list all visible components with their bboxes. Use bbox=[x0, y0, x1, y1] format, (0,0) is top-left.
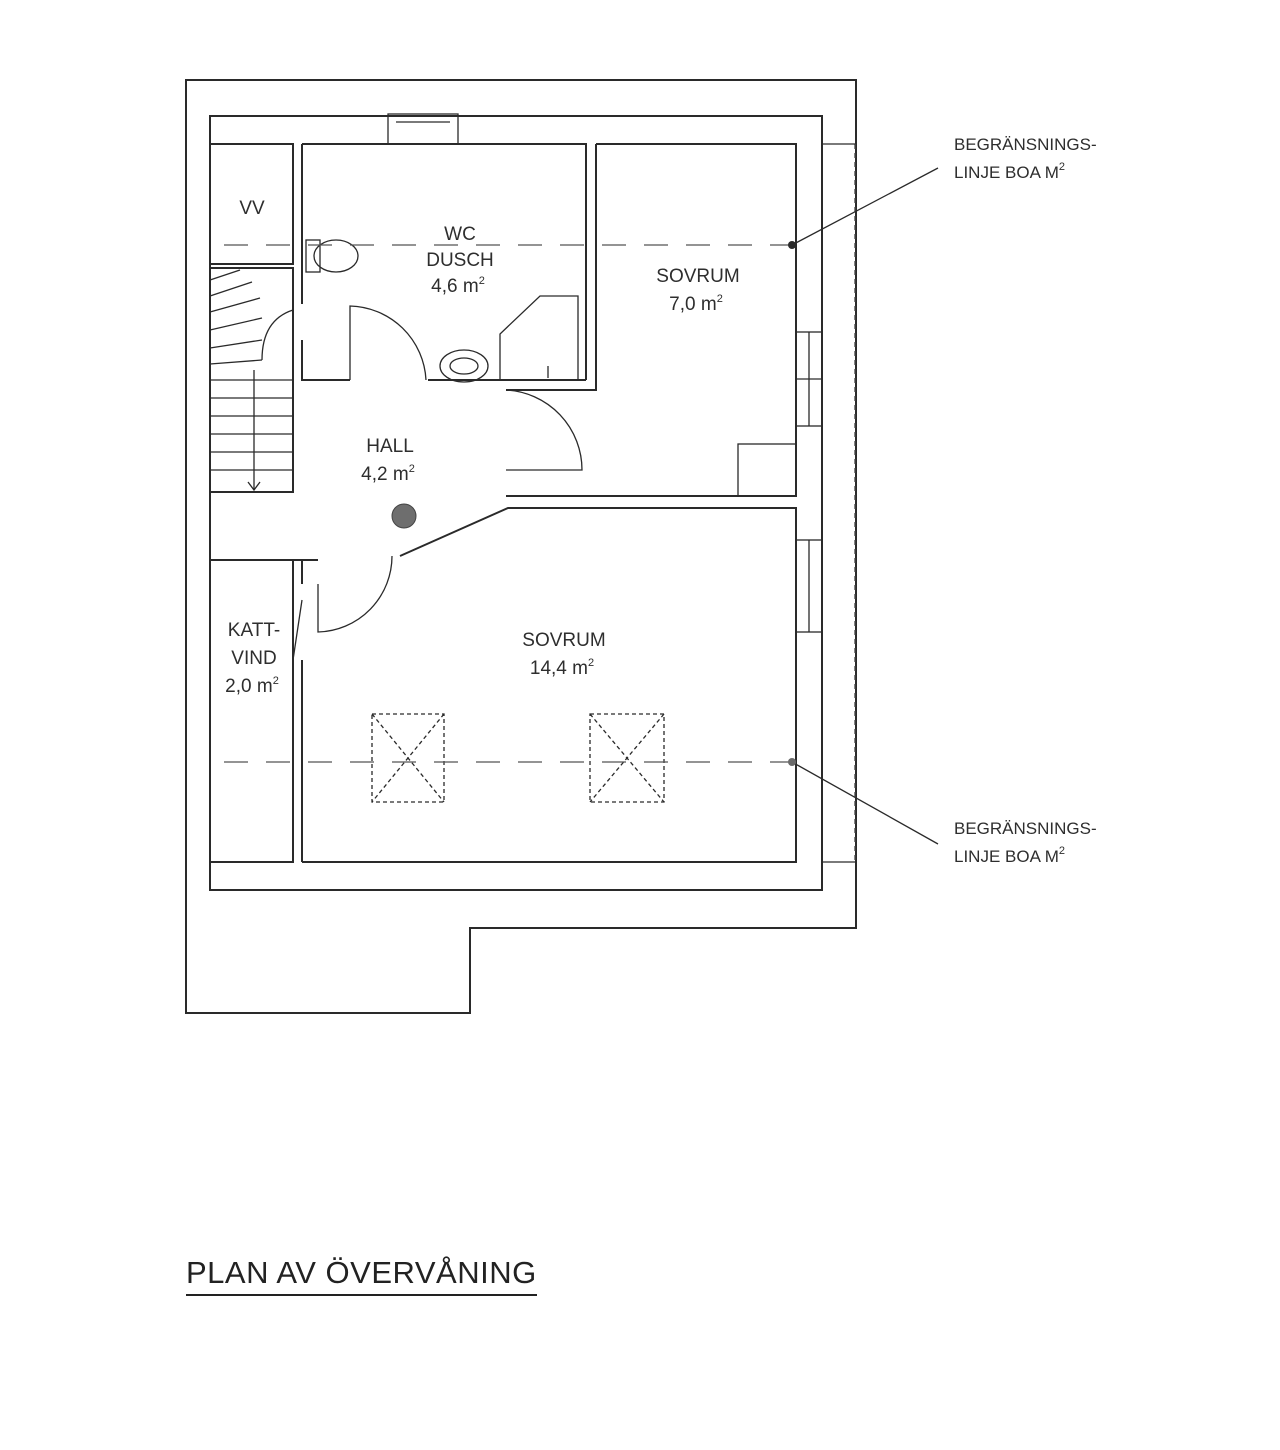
sovrum-large-area: 14,4 m2 bbox=[530, 657, 594, 679]
annotation-leader-bottom bbox=[788, 758, 939, 845]
sovrum-small-label: SOVRUM bbox=[656, 266, 739, 287]
sovrum-large-door bbox=[317, 555, 393, 633]
kattvind-walls bbox=[210, 559, 318, 863]
kattvind-label-line2: VIND bbox=[231, 648, 276, 669]
annotation-top-line1: BEGRÄNSNINGS- bbox=[954, 135, 1097, 154]
window-lower bbox=[795, 539, 823, 633]
skylight-left bbox=[371, 713, 445, 803]
annotation-leader-top bbox=[788, 167, 939, 249]
window-upper bbox=[795, 331, 823, 427]
cabinet bbox=[737, 443, 797, 497]
wc-room-walls bbox=[301, 143, 587, 381]
sovrum-large-walls bbox=[301, 507, 797, 863]
wc-door bbox=[349, 305, 427, 381]
annotation-top-line2: LINJE BOA M2 bbox=[954, 161, 1065, 182]
sovrum-large-label: SOVRUM bbox=[522, 630, 605, 651]
sovrum-small-door bbox=[505, 389, 583, 471]
sovrum-small-walls bbox=[506, 143, 797, 497]
kattvind-label-line1: KATT- bbox=[228, 620, 280, 641]
hall-label: HALL bbox=[366, 436, 414, 457]
inner-wall-outline bbox=[209, 115, 823, 891]
vv-room bbox=[209, 143, 294, 265]
annotation-bottom-line2: LINJE BOA M2 bbox=[954, 845, 1065, 866]
outer-building-outline bbox=[185, 79, 857, 1014]
staircase bbox=[209, 267, 294, 493]
vv-label: VV bbox=[239, 198, 265, 219]
kattvind-area: 2,0 m2 bbox=[225, 675, 279, 697]
roof-vent bbox=[387, 113, 459, 145]
kattvind-door bbox=[292, 599, 303, 661]
plan-title: PLAN AV ÖVERVÅNING bbox=[186, 1255, 537, 1297]
toilet-icon bbox=[305, 239, 359, 273]
wc-label-line1: WC bbox=[444, 224, 476, 245]
wc-label-line2: DUSCH bbox=[426, 250, 494, 271]
washbasin-icon bbox=[439, 349, 489, 383]
shower-icon bbox=[499, 295, 579, 380]
wc-area: 4,6 m2 bbox=[431, 275, 485, 297]
annotation-bottom-line1: BEGRÄNSNINGS- bbox=[954, 819, 1097, 838]
sovrum-small-area: 7,0 m2 bbox=[669, 293, 723, 315]
hall-area: 4,2 m2 bbox=[361, 463, 415, 485]
skylight-right bbox=[589, 713, 665, 803]
chimney-icon bbox=[391, 503, 417, 529]
